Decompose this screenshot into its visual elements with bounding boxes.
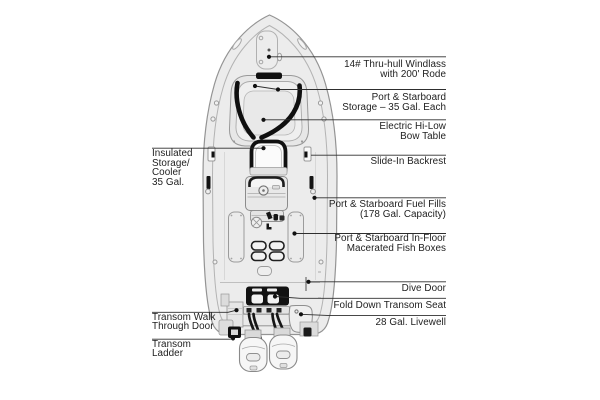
leader-walk-through — [152, 309, 237, 313]
callout-windlass: 14# Thru-hull Windlass with 200' Rode — [344, 59, 446, 81]
fuel-fill-caps — [205, 188, 316, 195]
callout-text-line: 14# Thru-hull Windlass — [344, 59, 446, 70]
leaning-post — [250, 210, 285, 230]
callout-text-line: Port & Starboard — [371, 91, 446, 103]
callout-text-line: Through Door — [152, 321, 214, 333]
bow-seating-storage — [228, 72, 310, 147]
callout-text-line: 35 Gal. — [152, 176, 185, 188]
callout-text-line: Fold Down Transom Seat — [333, 299, 446, 311]
callout-livewell: 28 Gal. Livewell — [375, 316, 446, 328]
callout-fish-boxes: Port & Starboard In-Floor Macerated Fish… — [334, 233, 446, 255]
anchor-locker — [256, 30, 278, 70]
callout-walk-through-door: Transom Walk Through Door — [152, 313, 216, 332]
callout-text-line: Ladder — [152, 348, 184, 360]
callout-text-line: Transom Walk — [152, 311, 216, 323]
center-console — [245, 176, 288, 211]
callout-text-line: Insulated — [152, 148, 193, 160]
backrest-slot-port — [207, 146, 216, 162]
center-deck-hatch — [257, 266, 272, 276]
callout-text-line: Macerated Fish Boxes — [346, 243, 446, 255]
starboard-corner-pad — [303, 327, 312, 337]
callout-text-line: Dive Door — [401, 282, 446, 294]
leader-transom-seat — [274, 296, 446, 299]
callout-text-line: (178 Gal. Capacity) — [359, 208, 446, 220]
callout-text-line: Cooler — [152, 167, 182, 179]
deck-jump-seats — [250, 240, 285, 262]
fold-down-transom-seat — [243, 286, 290, 315]
callout-text-line: Electric Hi-Low — [379, 121, 446, 132]
cooler-seat — [249, 139, 288, 176]
backrest-slot-starboard — [303, 146, 312, 162]
callout-text-line: 28 Gal. Livewell — [375, 316, 446, 328]
callout-text-line: Port & Starboard Fuel Fills — [328, 198, 446, 210]
callout-text-line: Storage/ — [152, 157, 190, 169]
transom-ladder — [228, 326, 241, 338]
callout-backrest: Slide-In Backrest — [370, 156, 447, 167]
callout-text-line: Transom — [152, 338, 191, 350]
leader-dots — [230, 54, 317, 341]
callout-bow-storage: Port & Starboard Storage – 35 Gal. Each — [342, 91, 446, 113]
callout-fuel-fills: Port & Starboard Fuel Fills (178 Gal. Ca… — [328, 198, 446, 220]
fish-box-port — [228, 211, 245, 263]
gunwale-pads — [206, 176, 314, 189]
outboard-motor-port — [238, 329, 268, 373]
callout-text-line: with 200' Rode — [380, 69, 446, 81]
bow-vents — [232, 38, 307, 50]
callout-bow-table: Electric Hi-Low Bow Table — [379, 121, 446, 143]
rod-holders — [210, 100, 327, 265]
outboard-motor-starboard — [268, 327, 298, 370]
callout-transom-ladder: Transom Ladder — [152, 340, 191, 359]
callout-dive-door: Dive Door — [401, 282, 446, 294]
callout-text-line: Storage – 35 Gal. Each — [342, 101, 446, 113]
callout-cooler: Insulated Storage/ Cooler 35 Gal. — [152, 149, 193, 187]
callout-transom-seat: Fold Down Transom Seat — [333, 299, 446, 311]
leader-lines — [152, 56, 446, 340]
callout-text-line: Bow Table — [400, 131, 446, 143]
fish-box-starboard — [287, 211, 304, 263]
leader-livewell — [300, 313, 446, 317]
callout-text-line: Port & Starboard In-Floor — [334, 233, 446, 244]
callout-text-line: Slide-In Backrest — [370, 156, 446, 167]
